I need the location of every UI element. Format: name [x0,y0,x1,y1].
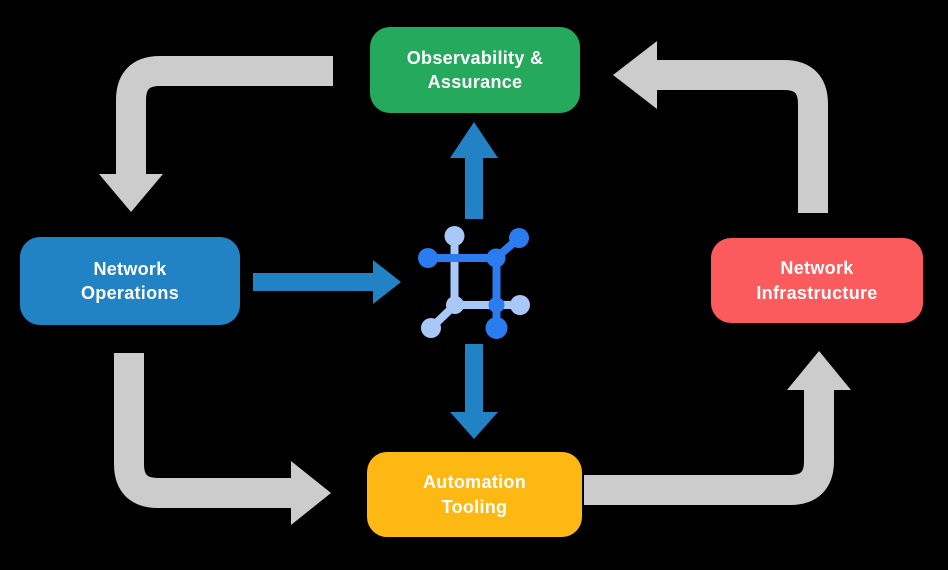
node-network-operations: Network Operations [20,237,240,325]
cycle-arrow-bottom-right [584,351,851,505]
cycle-arrow-top-left [99,56,333,212]
flow-arrow-down [450,344,498,439]
node-label-network-operations: Network Operations [80,258,180,303]
node-label-observability-assurance: Observability & Assurance [406,47,544,92]
flow-arrow-right [253,260,401,304]
node-label-network-infrastructure: Network Infrastructure [756,258,878,303]
node-automation-tooling: Automation Tooling [367,452,582,537]
node-observability-assurance: Observability & Assurance [370,27,580,113]
node-label-automation-tooling: Automation Tooling [423,472,526,517]
flow-arrow-up [450,122,498,219]
node-network-infrastructure: Network Infrastructure [711,238,923,323]
network-mesh-icon [418,226,530,339]
cycle-arrow-top-right [613,41,828,213]
cycle-arrow-bottom-left [114,353,331,525]
